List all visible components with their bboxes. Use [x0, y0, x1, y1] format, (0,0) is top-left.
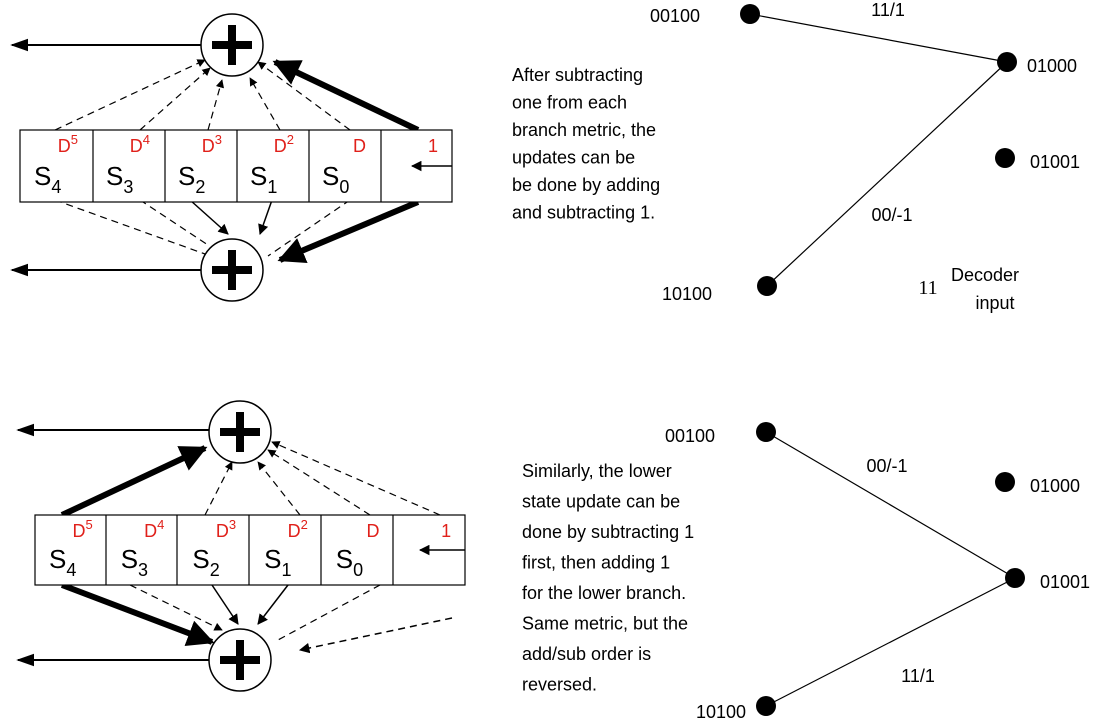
top-upper-adder [200, 13, 264, 77]
top-delay-label-4: D [353, 136, 366, 156]
top-branch-upper-label: 11/1 [871, 0, 905, 20]
top-paragraph: After subtracting one from each branch met… [512, 65, 660, 223]
bottom-node-10100 [756, 696, 776, 716]
top-node-10100-label: 10100 [662, 284, 712, 304]
bottom-delay-label-5: 1 [441, 521, 451, 541]
top-delay-label-5: 1 [428, 136, 438, 156]
top-upper-dashed-taps [54, 59, 351, 131]
bottom-thick-arrow-lower [60, 582, 215, 646]
bottom-node-00100-label: 00100 [665, 426, 715, 446]
top-branch-upper [749, 13, 1008, 63]
bottom-node-01001 [1005, 568, 1025, 588]
top-branch-lower-label: 00/-1 [871, 205, 912, 225]
bottom-node-01000-label: 01000 [1030, 476, 1080, 496]
top-node-00100-label: 00100 [650, 6, 700, 26]
bottom-paragraph-line-4: for the lower branch. [522, 583, 686, 603]
top-trellis: 00100 01000 01001 10100 11/1 00/-1 11 De… [512, 0, 1080, 313]
decoder-input-label-line1: Decoder [951, 265, 1019, 285]
top-lower-adder [200, 238, 264, 302]
top-paragraph-line-3: updates can be [512, 148, 635, 168]
bottom-paragraph-line-0: Similarly, the lower [522, 461, 672, 481]
bottom-branch-upper-label: 00/-1 [866, 456, 907, 476]
bottom-trellis: 00100 01000 01001 10100 00/-1 11/1 Simil… [522, 422, 1090, 722]
bottom-paragraph-line-5: Same metric, but the [522, 614, 688, 634]
bottom-paragraph-line-6: add/sub order is [522, 644, 651, 664]
top-node-10100 [757, 276, 777, 296]
bottom-branch-lower [765, 577, 1016, 707]
bottom-upper-adder [208, 400, 272, 464]
bottom-node-00100 [756, 422, 776, 442]
bottom-paragraph-line-7: reversed. [522, 675, 597, 695]
decoder-input-label-line2: input [975, 293, 1014, 313]
top-paragraph-line-4: be done by adding [512, 175, 660, 195]
top-thick-arrow-upper [272, 59, 420, 133]
bottom-branch-upper [765, 431, 1016, 579]
bottom-node-01000 [995, 472, 1015, 492]
top-lower-solid-taps [189, 199, 273, 235]
bottom-node-10100-label: 10100 [696, 702, 746, 722]
bottom-lower-dashed-taps [129, 584, 381, 641]
top-node-01001-label: 01001 [1030, 152, 1080, 172]
top-paragraph-line-5: and subtracting 1. [512, 203, 655, 223]
top-node-00100 [740, 4, 760, 24]
bottom-lower-adder [208, 628, 272, 692]
top-register-row [19, 129, 453, 203]
bottom-delay-label-4: D [367, 521, 380, 541]
bottom-register-row [34, 514, 466, 586]
bottom-paragraph-line-2: done by subtracting 1 [522, 522, 694, 542]
top-node-01001 [995, 148, 1015, 168]
bottom-paragraph: Similarly, the lower state update can be d… [522, 461, 694, 695]
top-node-01000 [997, 52, 1017, 72]
top-lower-dashed-taps [54, 199, 351, 257]
bottom-node-01001-label: 01001 [1040, 572, 1090, 592]
bottom-upper-dashed-taps [204, 441, 441, 516]
bottom-thick-arrow-upper [60, 445, 208, 518]
top-node-01000-label: 01000 [1027, 56, 1077, 76]
top-paragraph-line-0: After subtracting [512, 65, 643, 85]
top-thick-arrow-lower [277, 199, 420, 264]
decoder-input-value: 11 [918, 277, 937, 299]
bottom-branch-lower-label: 11/1 [901, 666, 935, 686]
bottom-paragraph-line-3: first, then adding 1 [522, 553, 670, 573]
top-branch-lower [766, 61, 1008, 287]
bottom-paragraph-line-1: state update can be [522, 492, 680, 512]
top-paragraph-line-2: branch metric, the [512, 120, 656, 140]
bottom-lower-solid-taps [211, 584, 453, 654]
top-paragraph-line-1: one from each [512, 93, 627, 113]
